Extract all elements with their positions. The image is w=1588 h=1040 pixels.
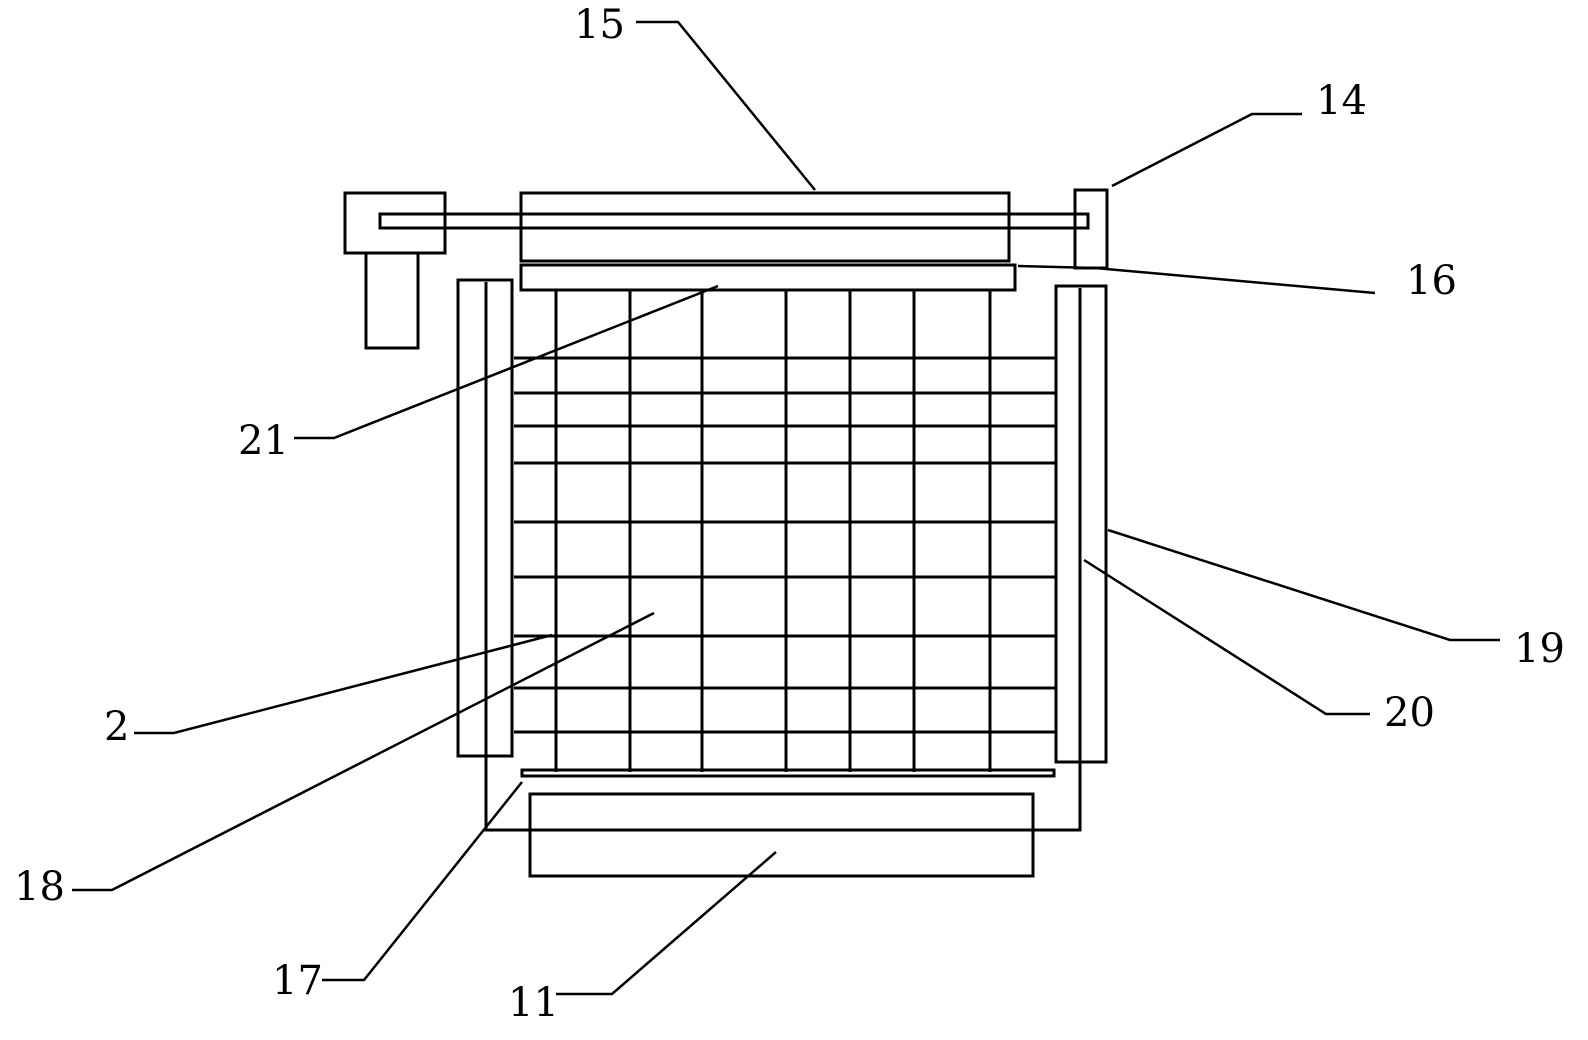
motor-stand [364,251,420,350]
callout-16: 16 [1406,258,1457,304]
callout-17: 17 [272,958,323,1004]
leader-2 [134,633,553,735]
leader-19 [1107,528,1500,642]
mesh-grid [514,290,1056,772]
leader-15 [636,20,816,191]
leader-17 [322,781,523,982]
bottom-bar [520,768,1056,778]
leader-21 [294,284,719,440]
shaft [378,212,1090,230]
callout-20: 20 [1384,690,1435,736]
lower-roller [528,792,1035,878]
callout-18: 18 [14,864,65,910]
leader-11 [556,851,777,996]
leader-14 [1111,112,1302,188]
top-plate [519,263,1017,292]
callout-21: 21 [238,418,289,464]
callout-14: 14 [1316,78,1367,124]
lower-return-loop [484,756,1082,832]
callout-19: 19 [1514,626,1565,672]
callout-11: 11 [508,980,559,1026]
callout-15: 15 [574,2,625,48]
upper-roller [519,191,1011,263]
leader-20 [1083,558,1370,716]
leader-16 [1017,264,1376,295]
motor-block [343,191,447,255]
callout-2: 2 [104,704,129,750]
leader-18 [72,611,655,892]
